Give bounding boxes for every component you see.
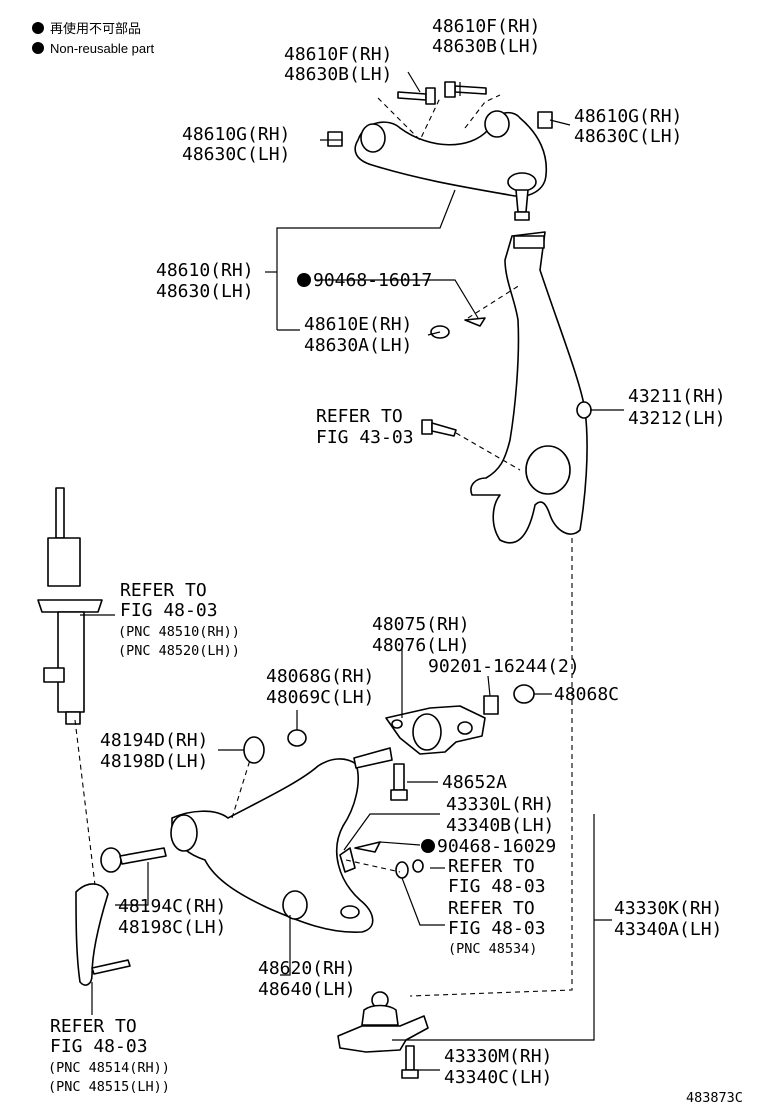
label-48610g-left-rh: 48610G(RH)	[182, 124, 290, 145]
label-48630c-right-lh: 48630C(LH)	[574, 126, 682, 147]
label-48068g-rh: 48068G(RH)	[266, 666, 374, 687]
label-pnc-48514: (PNC 48514(RH))	[48, 1060, 170, 1076]
steering-knuckle	[470, 231, 592, 544]
label-43340a-lh: 43340A(LH)	[614, 919, 722, 940]
nut-48068c	[513, 684, 535, 704]
label-90201-16244: 90201-16244(2)	[428, 656, 580, 677]
figure-code: 483873C	[686, 1090, 743, 1106]
nut-48610g-right	[537, 111, 553, 129]
bolt-48652a	[390, 763, 408, 801]
label-48620-rh: 48620(RH)	[258, 958, 356, 979]
label-43330m-rh: 43330M(RH)	[444, 1046, 552, 1067]
upper-arm-bolt-right	[444, 81, 487, 98]
nut-refer-d	[412, 859, 424, 873]
label-48194c-rh: 48194C(RH)	[118, 896, 226, 917]
label-fig-48-03-shock: FIG 48-03	[120, 600, 218, 621]
label-48194d-rh: 48194D(RH)	[100, 730, 208, 751]
nut-refer-c	[395, 861, 409, 879]
label-refer-to-4303: REFER TO	[316, 406, 403, 427]
label-refer-to-c: REFER TO	[448, 856, 535, 877]
legend-en: Non-reusable part	[50, 41, 154, 56]
label-fig-48-03-d: FIG 48-03	[448, 918, 546, 939]
label-43212-lh: 43212(LH)	[628, 408, 726, 429]
label-43340c-lh: 43340C(LH)	[444, 1067, 552, 1088]
knuckle-bolt	[421, 419, 457, 437]
label-48652a: 48652A	[442, 772, 507, 793]
upper-control-arm	[354, 110, 548, 221]
label-48610g-right-rh: 48610G(RH)	[574, 106, 682, 127]
legend-jp: 再使用不可部品	[50, 21, 141, 36]
label-43211-rh: 43211(RH)	[628, 386, 726, 407]
shock-absorber	[37, 487, 103, 725]
label-48076-lh: 48076(LH)	[372, 635, 470, 656]
label-refer-to-e: REFER TO	[50, 1016, 137, 1037]
label-48610-rh: 48610(RH)	[156, 260, 254, 281]
label-fig-48-03-c: FIG 48-03	[448, 876, 546, 897]
nut-48610g-left	[327, 131, 343, 147]
bolt-48194c	[100, 847, 167, 873]
nut-90201	[483, 695, 499, 715]
label-48610e-rh: 48610E(RH)	[304, 314, 412, 335]
stabilizer-link	[75, 883, 131, 986]
label-48630b-top-lh: 48630B(LH)	[432, 36, 540, 57]
cotter-pin-upper	[430, 317, 486, 339]
label-48630b-left-lh: 48630B(LH)	[284, 64, 392, 85]
lower-control-arm	[170, 747, 393, 933]
label-43340b-lh: 43340B(LH)	[446, 815, 554, 836]
label-48069c-lh: 48069C(LH)	[266, 687, 374, 708]
label-48198d-lh: 48198D(LH)	[100, 751, 208, 772]
label-90468-16029: 90468-16029	[437, 836, 556, 857]
label-pnc-48515: (PNC 48515(LH))	[48, 1079, 170, 1095]
label-fig-43-03: FIG 43-03	[316, 427, 414, 448]
label-48610f-left-rh: 48610F(RH)	[284, 44, 392, 65]
label-90468-16017: 90468-16017	[313, 270, 432, 291]
label-refer-to-d: REFER TO	[448, 898, 535, 919]
label-48640-lh: 48640(LH)	[258, 979, 356, 1000]
ball-joint-43330	[337, 991, 429, 1053]
label-48198c-lh: 48198C(LH)	[118, 917, 226, 938]
label-48075-rh: 48075(RH)	[372, 614, 470, 635]
bushing-48075	[385, 705, 486, 755]
label-refer-to-shock: REFER TO	[120, 580, 207, 601]
washer-48068g	[287, 729, 307, 747]
label-43330k-rh: 43330K(RH)	[614, 898, 722, 919]
legend-dot-icon	[32, 22, 44, 34]
label-pnc-48520: (PNC 48520(LH))	[118, 643, 240, 659]
label-48630a-lh: 48630A(LH)	[304, 335, 412, 356]
label-48630c-left-lh: 48630C(LH)	[182, 144, 290, 165]
label-pnc-48510: (PNC 48510(RH))	[118, 624, 240, 640]
nonreusable-dot-icon	[297, 273, 311, 287]
label-pnc-48534: (PNC 48534)	[448, 941, 537, 957]
upper-arm-bolt-left	[397, 87, 436, 105]
nonreusable-dot-icon	[421, 839, 435, 853]
legend-dot-icon	[32, 42, 44, 54]
label-48610f-top-rh: 48610F(RH)	[432, 16, 540, 37]
label-43330l-rh: 43330L(RH)	[446, 794, 554, 815]
label-48068c: 48068C	[554, 684, 619, 705]
washer-48194d	[243, 736, 265, 764]
label-48630-lh: 48630(LH)	[156, 281, 254, 302]
label-fig-48-03-e: FIG 48-03	[50, 1036, 148, 1057]
bolt-43330m	[401, 1045, 419, 1079]
